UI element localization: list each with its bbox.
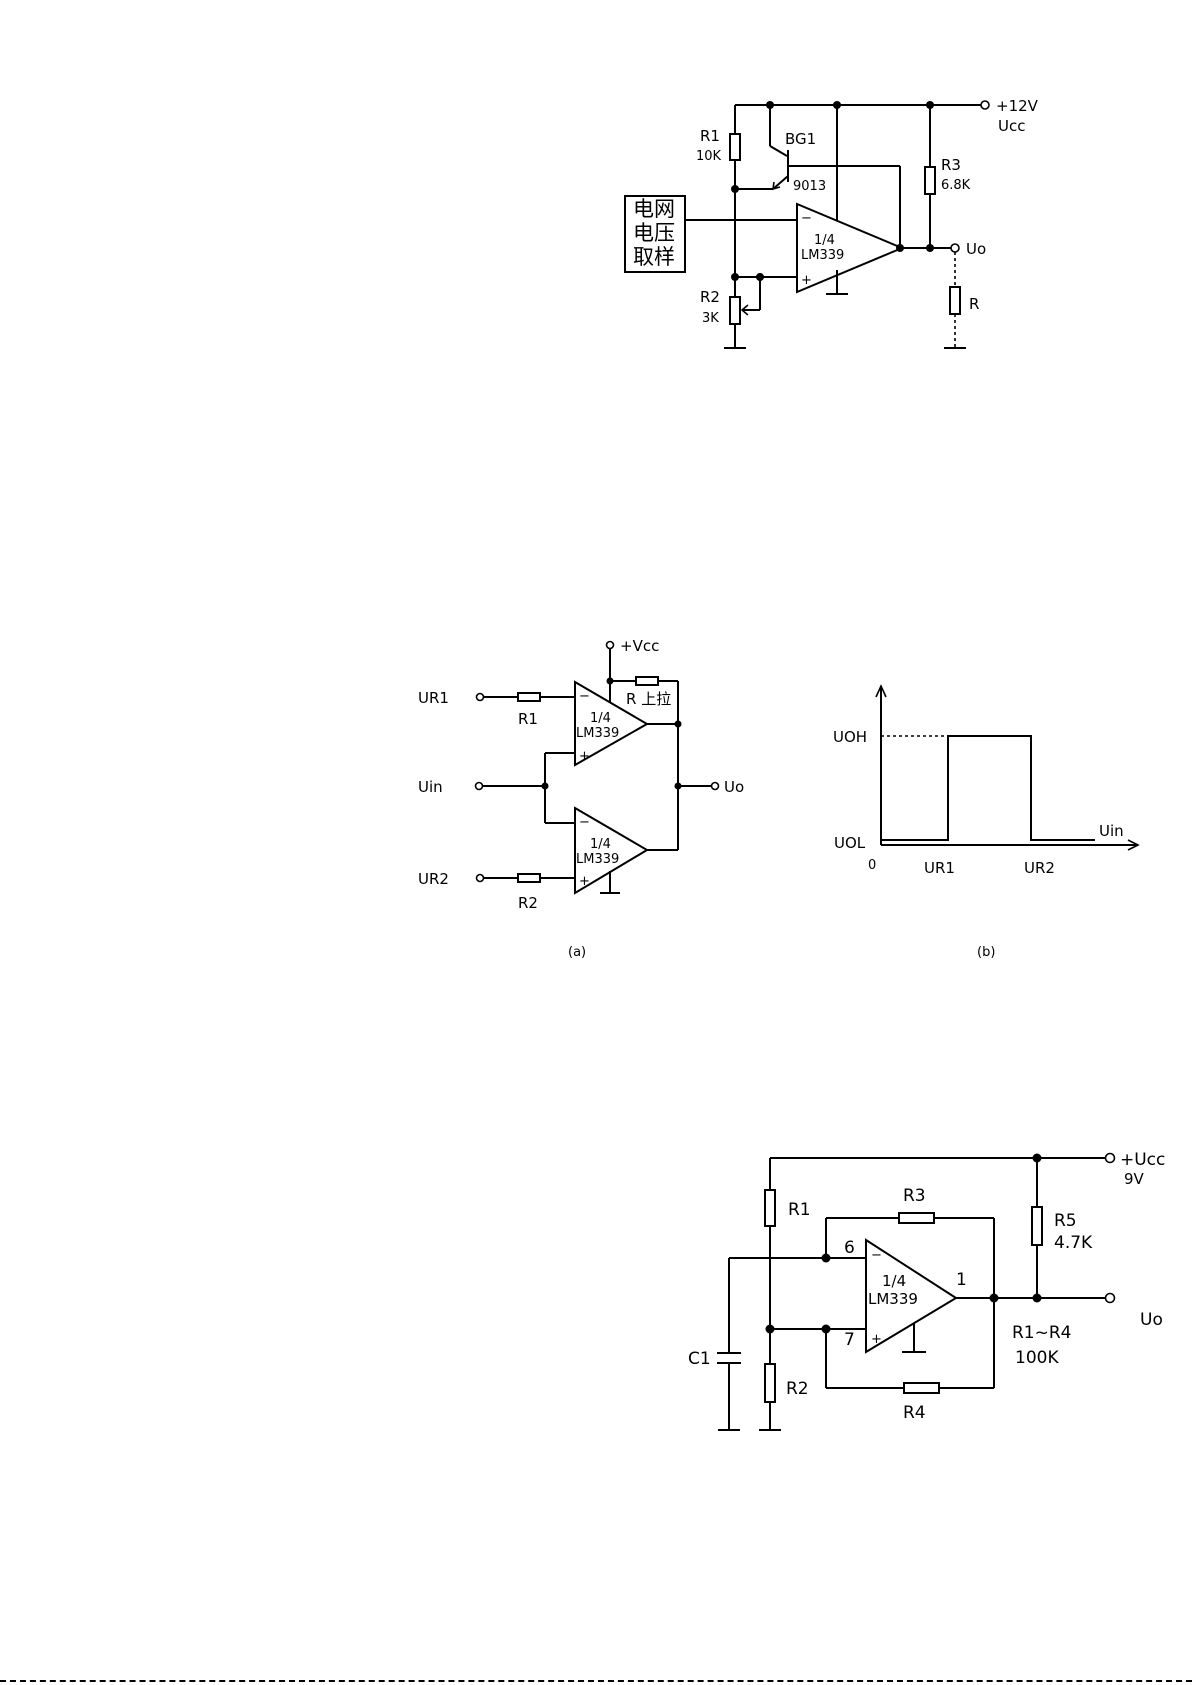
uin-label: Uin <box>418 778 443 796</box>
r4-label: R4 <box>903 1403 926 1423</box>
junction <box>990 1294 999 1303</box>
output-waveform <box>881 736 1095 840</box>
comparator-plus: + <box>801 273 812 288</box>
pullup-label: R 上拉 <box>626 690 671 708</box>
comparator-name: LM339 <box>576 852 619 867</box>
ur1-tick-label: UR1 <box>924 859 955 877</box>
uol-label: UOL <box>834 834 866 852</box>
sample-text-line3: 取样 <box>633 245 675 269</box>
junction <box>896 244 904 252</box>
uin-axis-label: Uin <box>1099 822 1124 840</box>
ur2-label: UR2 <box>418 870 449 888</box>
transfer-characteristic-graph: UOH UOL 0 UR1 UR2 Uin (b) <box>833 686 1138 960</box>
resistor-r2 <box>765 1364 775 1402</box>
range-label: R1~R4 <box>1012 1323 1072 1343</box>
resistor-r1 <box>518 693 540 701</box>
uoh-label: UOH <box>833 728 867 746</box>
resistor-r4 <box>904 1383 939 1393</box>
ur2-terminal <box>477 875 484 882</box>
resistor-r2 <box>518 874 540 882</box>
sample-text-line2: 电压 <box>633 221 675 245</box>
resistor-r3 <box>899 1213 934 1223</box>
vcc-value: 9V <box>1124 1170 1145 1188</box>
sample-text-line1: 电网 <box>633 197 675 221</box>
bg1-label: BG1 <box>785 130 816 148</box>
r1-label: R1 <box>700 127 720 145</box>
caption-b: (b) <box>977 945 995 960</box>
r5-label: R5 <box>1054 1211 1077 1231</box>
r2-label: R2 <box>518 894 538 912</box>
ur2-tick-label: UR2 <box>1024 859 1055 877</box>
vcc-label: +Ucc <box>1120 1150 1165 1170</box>
resistor-r1 <box>730 134 740 160</box>
caption-a: (a) <box>568 945 586 960</box>
comparator-plus: + <box>579 749 590 764</box>
uin-terminal <box>476 783 483 790</box>
r2-label: R2 <box>786 1379 809 1399</box>
comparator-fraction: 1/4 <box>590 837 611 852</box>
comparator-fraction: 1/4 <box>882 1272 906 1290</box>
bg1-value: 9013 <box>793 179 826 194</box>
r2-label: R2 <box>700 288 720 306</box>
vcc-label: +12V <box>996 97 1039 115</box>
r3-label: R3 <box>903 1186 926 1206</box>
resistor-r3 <box>925 167 935 194</box>
ur1-label: UR1 <box>418 689 449 707</box>
r2-value: 3K <box>702 311 719 326</box>
resistor-r-pullup <box>636 677 658 685</box>
range-value: 100K <box>1015 1348 1059 1368</box>
resistor-r5 <box>1032 1207 1042 1245</box>
circuit-3-oscillator: +Ucc 9V R1 R2 C1 R3 − + 1/4 LM339 <box>688 1150 1165 1430</box>
uo-label: Uo <box>966 240 986 258</box>
comparator-name: LM339 <box>576 726 619 741</box>
comparator-name: LM339 <box>801 248 844 263</box>
pin-7-label: 7 <box>844 1330 855 1350</box>
uo-terminal <box>712 783 719 790</box>
r1-value: 10K <box>696 149 722 164</box>
uo-label: Uo <box>724 778 744 796</box>
resistor-r1 <box>765 1190 775 1226</box>
comparator-plus: + <box>871 1332 882 1347</box>
uo-terminal <box>951 244 959 252</box>
r1-label: R1 <box>788 1200 811 1220</box>
ucc-label: Ucc <box>998 117 1025 135</box>
comparator-minus: − <box>801 211 812 226</box>
load-resistor-r <box>950 287 960 314</box>
comparator-plus: + <box>579 874 590 889</box>
uo-terminal <box>1106 1294 1115 1303</box>
comparator-minus: − <box>579 815 590 830</box>
page-bottom-edge <box>0 1680 1192 1682</box>
ur1-terminal <box>477 694 484 701</box>
r1-label: R1 <box>518 710 538 728</box>
vcc-terminal <box>1106 1154 1115 1163</box>
r3-value: 6.8K <box>941 178 971 193</box>
c1-label: C1 <box>688 1349 711 1369</box>
r-label: R <box>969 295 979 313</box>
circuit-1: +12V Ucc R1 10K BG1 9013 电网 电压 取样 − + 1/… <box>625 97 1039 348</box>
comparator-fraction: 1/4 <box>814 233 835 248</box>
comparator-minus: − <box>579 689 590 704</box>
origin-label: 0 <box>868 858 876 873</box>
vcc-terminal <box>607 642 614 649</box>
r5-value: 4.7K <box>1054 1233 1093 1253</box>
circuit-2-window-comparator: +Vcc R 上拉 − + 1/4 LM339 UR1 R1 Uin − + <box>418 637 744 960</box>
vcc-label: +Vcc <box>620 637 659 655</box>
r3-label: R3 <box>941 156 961 174</box>
potentiometer-r2 <box>730 297 740 324</box>
uo-label: Uo <box>1140 1310 1163 1330</box>
pin-1-label: 1 <box>956 1270 967 1290</box>
vcc-terminal <box>981 101 989 109</box>
pin-6-label: 6 <box>844 1238 855 1258</box>
comparator-name: LM339 <box>868 1290 918 1308</box>
comparator-minus: − <box>871 1248 882 1263</box>
comparator-fraction: 1/4 <box>590 711 611 726</box>
